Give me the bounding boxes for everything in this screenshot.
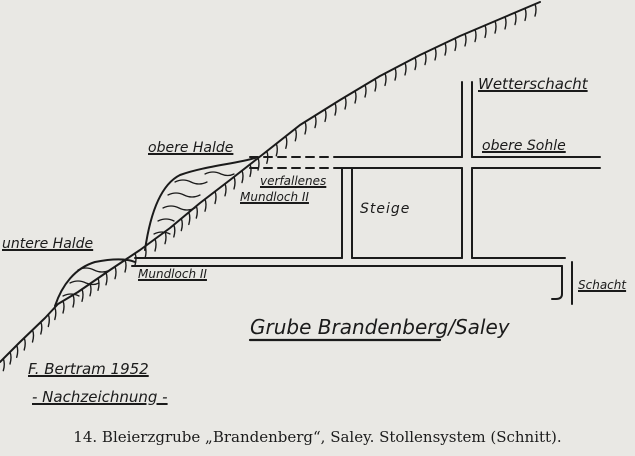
hill-tick xyxy=(524,7,527,22)
hill-tick xyxy=(424,51,427,66)
hill-tick xyxy=(275,143,278,157)
hill-tick xyxy=(364,84,367,98)
lower-dump-fill xyxy=(62,267,111,297)
hill-tick xyxy=(114,266,117,280)
hill-tick xyxy=(504,16,507,30)
hill-tick xyxy=(304,121,307,135)
hill-tick xyxy=(241,169,244,184)
hill-tick xyxy=(188,211,191,226)
hill-tick xyxy=(464,33,467,47)
label-steige: Steige xyxy=(360,201,411,217)
upper-dump-fill xyxy=(153,171,235,235)
hill-tick xyxy=(134,252,137,266)
hill-tick xyxy=(434,47,437,61)
hill-tick xyxy=(23,337,26,351)
upper-dump-outline xyxy=(144,157,256,251)
hill-tick xyxy=(414,56,417,71)
hill-tick xyxy=(454,37,457,52)
label-wetterschacht: Wetterschacht xyxy=(478,75,588,93)
hill-tick xyxy=(233,176,236,190)
hill-tick xyxy=(154,238,157,252)
hill-tick xyxy=(324,108,327,123)
hill-tick xyxy=(344,96,347,110)
hill-tick xyxy=(105,272,108,286)
hill-tick xyxy=(285,135,288,149)
hill-tick xyxy=(214,190,217,205)
label-schacht: Schacht xyxy=(578,278,627,292)
hill-tick xyxy=(89,283,92,297)
hill-tick xyxy=(484,24,487,39)
lower-dump-outline xyxy=(54,258,136,307)
decayed-adit-dashed xyxy=(249,156,339,169)
hill-tick xyxy=(195,205,198,219)
hill-tick xyxy=(224,183,227,197)
hill-hatching xyxy=(2,3,537,372)
figure-caption: 14. Bleierzgrube „Brandenberg“, Saley. S… xyxy=(73,428,562,446)
hill-tick xyxy=(54,306,57,321)
hill-tick xyxy=(494,20,497,34)
label-untere-halde: untere Halde xyxy=(2,236,94,252)
hill-tick xyxy=(124,259,127,273)
hill-tick xyxy=(97,277,100,291)
hill-tick xyxy=(514,11,517,26)
hill-tick xyxy=(204,198,207,212)
hill-tick xyxy=(2,358,5,372)
hill-tick xyxy=(294,128,297,142)
hill-tick xyxy=(164,231,167,245)
hill-tick xyxy=(474,28,477,43)
hill-tick xyxy=(314,114,317,129)
label-obere-halde: obere Halde xyxy=(148,140,234,156)
hill-tick xyxy=(444,42,447,56)
hill-tick xyxy=(384,72,387,87)
hill-tick xyxy=(180,217,183,232)
hill-tick xyxy=(16,344,19,358)
author-credit: F. Bertram 1952 xyxy=(28,360,149,378)
hill-tick xyxy=(31,329,35,343)
hill-tick xyxy=(81,288,84,302)
hill-tick xyxy=(62,300,65,314)
label-mundloch-lower: Mundloch II xyxy=(138,267,207,281)
label-mundloch-upper: Mundloch II xyxy=(240,190,309,204)
hill-tick xyxy=(72,294,75,308)
shaft-hook xyxy=(551,265,563,300)
hill-tick xyxy=(249,163,252,178)
hill-tick xyxy=(334,102,337,116)
hill-tick xyxy=(173,224,176,238)
hill-tick xyxy=(404,62,407,76)
hill-tick xyxy=(374,78,377,92)
diagram-title: Grube Brandenberg/Saley xyxy=(250,315,510,339)
label-obere-sohle: obere Sohle xyxy=(482,138,566,154)
redraw-note: - Nachzeichnung - xyxy=(32,388,168,406)
hill-tick xyxy=(354,90,357,104)
label-verfallenes: verfallenes xyxy=(260,174,327,188)
hill-tick xyxy=(40,321,43,335)
hill-tick xyxy=(534,3,537,17)
hill-tick xyxy=(9,351,12,365)
hill-tick xyxy=(394,67,397,81)
hill-tick xyxy=(47,313,50,328)
